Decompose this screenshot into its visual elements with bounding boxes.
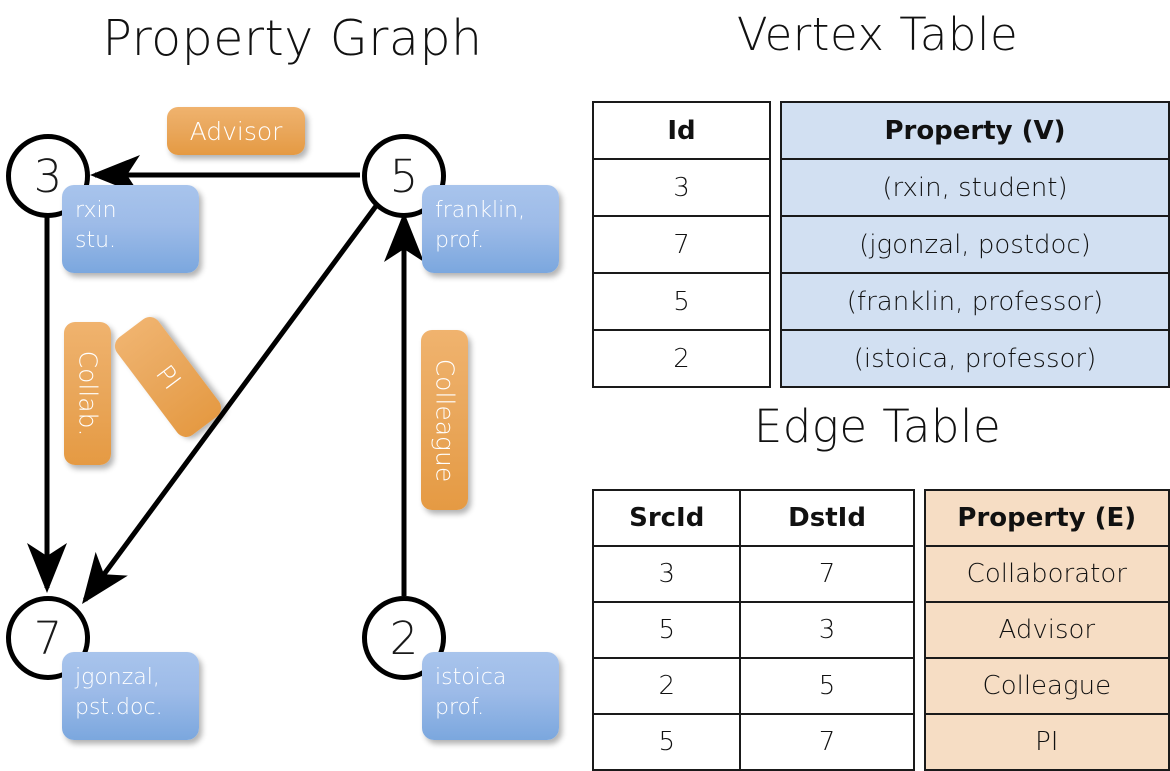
edge-label-collab-text: Collab.	[73, 350, 102, 437]
table-row[interactable]: 2 5 Colleague	[591, 657, 1170, 715]
table-row[interactable]: 7 (jgonzal, postdoc)	[592, 215, 1170, 274]
vertex-table-header-property: Property (V)	[780, 101, 1170, 160]
edge-cell-dstid: 7	[739, 545, 915, 603]
edge-table: SrcId DstId Property (E) 3 7 Collaborato…	[591, 489, 1170, 771]
vertex-table: Id Property (V) 3 (rxin, student) 7 (jgo…	[592, 101, 1170, 388]
edge-table-header-srcid: SrcId	[591, 489, 742, 547]
table-column-gap	[914, 602, 925, 658]
edge-cell-property: Advisor	[923, 601, 1170, 659]
vertex-table-header-id: Id	[592, 101, 771, 160]
node-property-3-line2: stu.	[75, 227, 117, 253]
table-column-gap	[914, 546, 925, 602]
node-property-7-line2: pst.doc.	[75, 694, 163, 720]
node-property-box-7: jgonzal, pst.doc.	[62, 652, 199, 740]
vertex-cell-id: 7	[592, 215, 771, 274]
edge-cell-property: PI	[923, 713, 1170, 771]
graph-node-5-label: 5	[389, 149, 419, 203]
table-row[interactable]: 3 (rxin, student)	[592, 158, 1170, 217]
edge-cell-property: Collaborator	[923, 545, 1170, 603]
table-row[interactable]: 3 7 Collaborator	[591, 545, 1170, 603]
node-property-5-line2: prof.	[435, 227, 485, 253]
edge-cell-dstid: 7	[739, 713, 915, 771]
vertex-cell-id: 5	[592, 272, 771, 331]
table-column-gap	[770, 330, 781, 387]
edge-cell-property: Colleague	[923, 657, 1170, 715]
page-title-vertex-table: Vertex Table	[736, 8, 1019, 61]
graph-node-2-label: 2	[389, 611, 419, 665]
node-property-2-line1: istoica	[435, 665, 507, 690]
table-row[interactable]: 5 (franklin, professor)	[592, 272, 1170, 331]
edge-table-header-row: SrcId DstId Property (E)	[591, 489, 1170, 547]
edge-cell-dstid: 5	[739, 657, 915, 715]
edge-cell-srcid: 5	[591, 713, 742, 771]
edge-cell-srcid: 5	[591, 601, 742, 659]
vertex-cell-property: (rxin, student)	[780, 158, 1170, 217]
table-row[interactable]: 2 (istoica, professor)	[592, 329, 1170, 388]
node-property-2-line2: prof.	[435, 694, 485, 720]
edge-label-pi-text: PI	[149, 359, 187, 395]
edge-cell-srcid: 3	[591, 545, 742, 603]
vertex-cell-property: (istoica, professor)	[780, 329, 1170, 388]
graph-node-3-label: 3	[33, 149, 63, 203]
property-graph-canvas: 3 5 7 2 rxin stu. franklin, prof. jgonza…	[0, 0, 585, 760]
vertex-table-header-row: Id Property (V)	[592, 101, 1170, 160]
vertex-cell-id: 3	[592, 158, 771, 217]
table-row[interactable]: 5 7 PI	[591, 713, 1170, 771]
graph-edges-svg	[27, 155, 424, 605]
vertex-cell-property: (jgonzal, postdoc)	[780, 215, 1170, 274]
table-column-gap	[914, 658, 925, 714]
vertex-cell-id: 2	[592, 329, 771, 388]
vertex-cell-property: (franklin, professor)	[780, 272, 1170, 331]
table-column-gap	[770, 216, 781, 273]
node-property-box-5: franklin, prof.	[422, 185, 559, 273]
node-property-3-line1: rxin	[75, 198, 117, 223]
table-row[interactable]: 5 3 Advisor	[591, 601, 1170, 659]
edge-label-collab: Collab.	[64, 322, 111, 465]
edge-label-colleague: Colleague	[421, 330, 468, 510]
table-column-gap	[770, 159, 781, 216]
page-title-edge-table: Edge Table	[753, 400, 1002, 453]
edge-label-advisor: Advisor	[167, 107, 305, 155]
edge-cell-dstid: 3	[739, 601, 915, 659]
table-column-gap	[770, 102, 781, 159]
edge-label-colleague-text: Colleague	[430, 358, 460, 482]
edge-5-to-7-pi	[82, 204, 379, 605]
graph-node-2[interactable]: 2	[362, 596, 446, 680]
node-property-box-3: rxin stu.	[62, 185, 199, 273]
edge-table-header-property: Property (E)	[923, 489, 1170, 547]
node-property-5-line1: franklin,	[435, 198, 526, 223]
node-property-7-line1: jgonzal,	[75, 665, 160, 690]
edge-table-header-dstid: DstId	[739, 489, 915, 547]
edge-cell-srcid: 2	[591, 657, 742, 715]
table-column-gap	[914, 490, 925, 546]
table-column-gap	[914, 714, 925, 770]
edge-label-advisor-text: Advisor	[189, 116, 283, 146]
table-column-gap	[770, 273, 781, 330]
page-title-property-graph: Property Graph	[102, 10, 483, 67]
node-property-box-2: istoica prof.	[422, 652, 559, 740]
graph-node-7-label: 7	[33, 611, 63, 665]
